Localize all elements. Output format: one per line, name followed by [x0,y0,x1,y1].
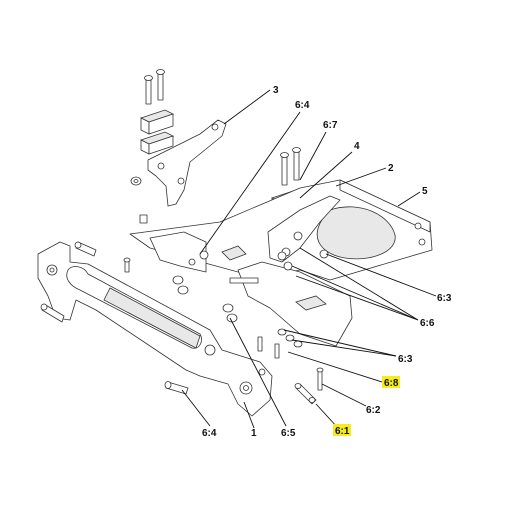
lower-right-bolts [294,367,324,405]
center-crossmember [149,231,353,347]
small-nut-left [139,214,148,224]
rubber-block-pair-left [139,109,175,155]
callout-6-1: 6:1 [335,426,350,437]
nut-left [130,176,142,186]
bolt-pair-top-left [144,69,165,105]
callout-4: 4 [354,141,360,152]
callout-5: 5 [422,186,428,197]
leader-lines [181,89,437,429]
bracket-arm-3 [147,119,227,207]
callout-6-7: 6:7 [323,120,338,131]
callout-3: 3 [273,85,279,96]
callout-6-8: 6:8 [384,378,399,389]
callout-6-4-bottom: 6:4 [202,428,217,439]
part-3-bracket-assembly [130,69,227,224]
callout-6-2: 6:2 [366,405,381,416]
callout-6-4-top: 6:4 [295,100,310,111]
callout-2: 2 [388,163,394,174]
callout-1: 1 [251,428,257,439]
callout-6-5: 6:5 [281,428,296,439]
highlight-6-1 [333,424,351,436]
highlight-6-8 [382,376,400,388]
part-2-support-bracket [267,195,341,263]
part-1-lift-arm [37,241,273,417]
callout-6-6: 6:6 [420,318,435,329]
callout-labels: 3 6:4 6:7 4 2 5 6:3 6:6 6:3 6:8 6:2 6:1 … [202,85,452,439]
callout-6-3-upper: 6:3 [437,293,452,304]
callout-6-3-lower: 6:3 [398,354,413,365]
